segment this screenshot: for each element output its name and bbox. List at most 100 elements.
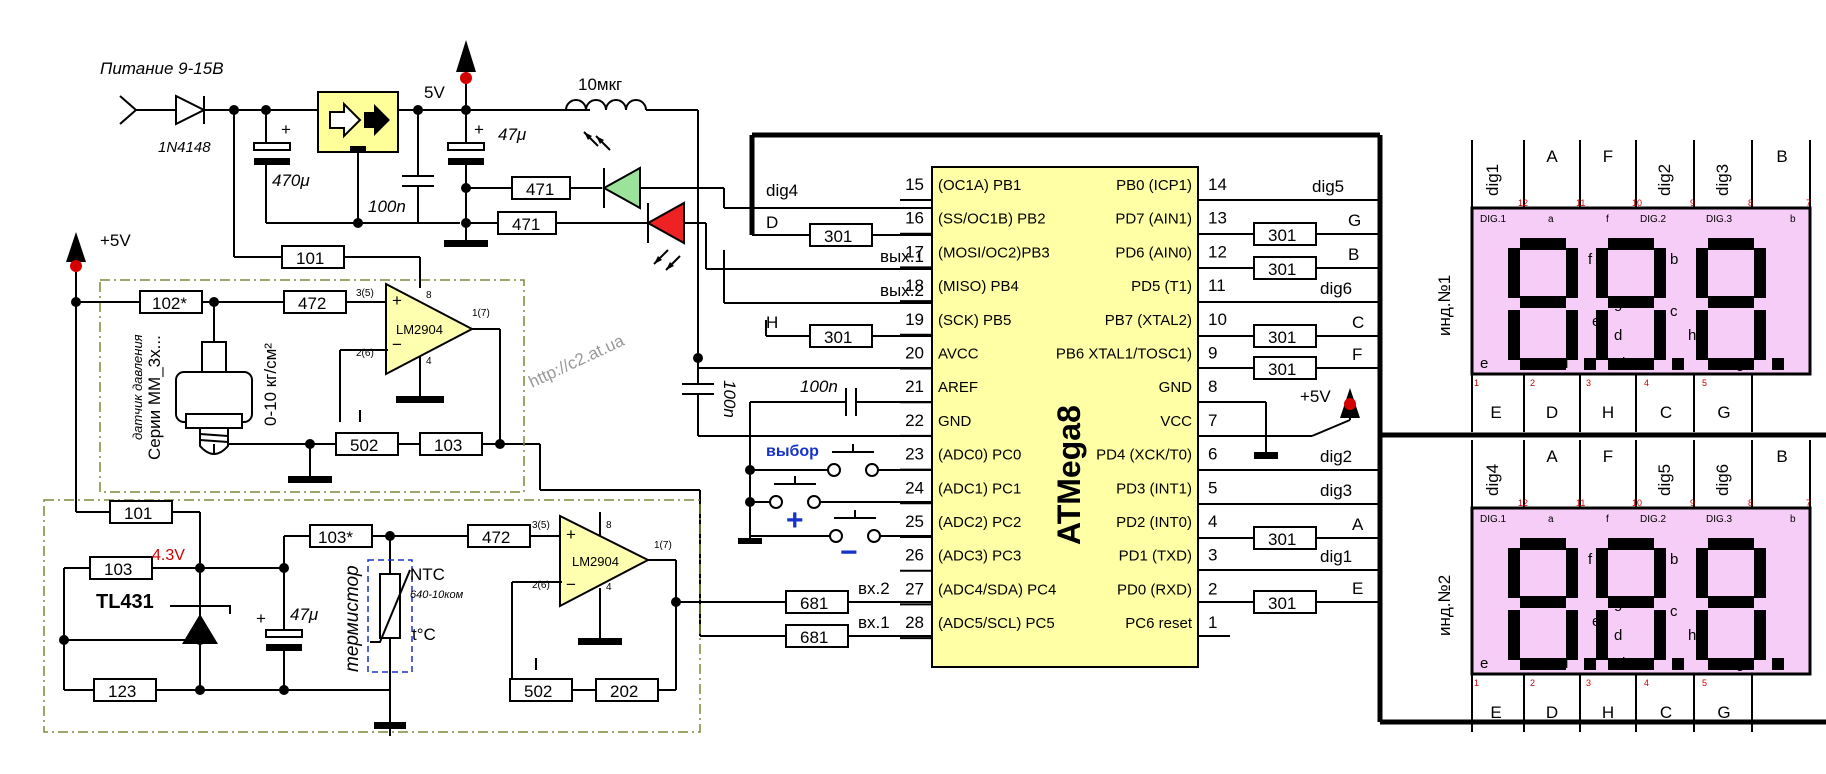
display-pin-number: 7 bbox=[1806, 198, 1811, 208]
segment bbox=[1508, 610, 1520, 660]
svg-text:8: 8 bbox=[426, 290, 432, 301]
svg-text:472: 472 bbox=[482, 528, 510, 547]
mcu-pin-number: 9 bbox=[1208, 344, 1217, 363]
svg-text:dig3: dig3 bbox=[1320, 481, 1352, 500]
mcu-pin-name: PB6 XTAL1/TOSC1) bbox=[1056, 346, 1192, 363]
display-pin-number: 9 bbox=[1690, 198, 1695, 208]
mcu-pin-number: 6 bbox=[1208, 445, 1217, 464]
segment bbox=[1520, 658, 1566, 670]
mcu-pin-number: 18 bbox=[905, 276, 924, 295]
svg-text:2(6): 2(6) bbox=[532, 580, 550, 591]
svg-text:681: 681 bbox=[800, 594, 828, 613]
ntc-thermistor bbox=[367, 559, 413, 673]
display-title: инд.№2 bbox=[1435, 575, 1454, 636]
mcu-pin-name: PC6 reset bbox=[1125, 615, 1193, 632]
segment bbox=[1708, 238, 1754, 250]
segment bbox=[1654, 248, 1666, 298]
segment bbox=[1608, 296, 1654, 308]
display-pin-number: 5 bbox=[1702, 378, 1707, 388]
svg-text:471: 471 bbox=[526, 180, 554, 199]
svg-text:301: 301 bbox=[1268, 594, 1296, 613]
svg-text:4: 4 bbox=[606, 582, 612, 593]
svg-text:TL431: TL431 bbox=[96, 591, 154, 613]
display-pin-number: 8 bbox=[1748, 198, 1753, 208]
display-pin-label: B bbox=[1776, 447, 1787, 466]
display-inner-label: h bbox=[1622, 355, 1630, 372]
segment bbox=[1566, 548, 1578, 598]
svg-text:502: 502 bbox=[350, 436, 378, 455]
svg-text:H: H bbox=[766, 313, 778, 332]
cap-470-label: 470μ bbox=[272, 171, 310, 190]
segment bbox=[1654, 310, 1666, 360]
segment bbox=[1654, 548, 1666, 598]
segment bbox=[1754, 310, 1766, 360]
segment-letter: c bbox=[1670, 303, 1678, 320]
segment-letter: e bbox=[1592, 313, 1600, 330]
svg-text:+: + bbox=[392, 291, 402, 310]
cap-100n-label: 100n bbox=[368, 197, 406, 216]
mcu-pin-number: 5 bbox=[1208, 478, 1217, 497]
svg-text:471: 471 bbox=[512, 215, 540, 234]
segment-letter: a bbox=[1614, 537, 1623, 554]
voltage-regulator bbox=[317, 91, 399, 223]
display-pin-label: E bbox=[1490, 403, 1501, 422]
led-red bbox=[645, 201, 685, 271]
svg-text:640-10ком: 640-10ком bbox=[410, 589, 464, 601]
svg-text:+: + bbox=[256, 609, 266, 628]
segment bbox=[1608, 358, 1654, 370]
segment bbox=[1754, 610, 1766, 660]
opamp-lm2904-pressure: LM2904 + − 3(5) 2(6) 1(7) 8 4 bbox=[356, 282, 490, 376]
display-pin-number: 12 bbox=[1518, 498, 1528, 508]
segment-letter: h bbox=[1688, 327, 1696, 344]
svg-text:102*: 102* bbox=[152, 294, 187, 313]
display-inner-label: d bbox=[1560, 655, 1568, 672]
button-minus bbox=[829, 510, 932, 543]
svg-text:+: + bbox=[281, 120, 291, 139]
svg-text:NTC: NTC bbox=[410, 565, 445, 584]
display-pin-label: G bbox=[1717, 403, 1730, 422]
decimal-point bbox=[1672, 358, 1684, 370]
display-inner-label: g bbox=[1736, 355, 1744, 372]
svg-text:+: + bbox=[474, 120, 484, 139]
segment bbox=[1596, 610, 1608, 660]
mcu-pin-number: 20 bbox=[905, 344, 924, 363]
svg-text:C: C bbox=[1352, 313, 1364, 332]
mcu-pin-number: 10 bbox=[1208, 310, 1227, 329]
svg-text:вых.1: вых.1 bbox=[880, 247, 924, 266]
decimal-point bbox=[1584, 658, 1596, 670]
mcu-pin-name: PD3 (INT1) bbox=[1116, 480, 1192, 497]
svg-text:681: 681 bbox=[800, 628, 828, 647]
svg-text:E: E bbox=[1352, 579, 1363, 598]
segment bbox=[1508, 310, 1520, 360]
mcu-pin-number: 27 bbox=[905, 579, 924, 598]
svg-text:4.3V: 4.3V bbox=[152, 547, 185, 564]
svg-text:301: 301 bbox=[1268, 328, 1296, 347]
display-pin-number: 8 bbox=[1748, 498, 1753, 508]
display-inner-label: a bbox=[1548, 214, 1554, 225]
v5-label: 5V bbox=[424, 83, 445, 102]
display-pin-label: A bbox=[1546, 447, 1558, 466]
display-inner-label: h bbox=[1622, 655, 1630, 672]
mcu-pin-name: PD5 (T1) bbox=[1131, 278, 1192, 295]
display-pin-label: D bbox=[1546, 403, 1558, 422]
display-pin-number: 11 bbox=[1576, 198, 1585, 208]
segment-letter: f bbox=[1588, 251, 1593, 268]
svg-text:D: D bbox=[766, 213, 778, 232]
segment bbox=[1654, 610, 1666, 660]
svg-text:202: 202 bbox=[610, 682, 638, 701]
display-pin-label: H bbox=[1602, 703, 1614, 722]
display-inner-label: e bbox=[1480, 655, 1488, 672]
display-pin-number: 3 bbox=[1586, 378, 1591, 388]
mcu-pin-number: 23 bbox=[905, 445, 924, 464]
segment-letter: d bbox=[1614, 627, 1622, 644]
mcu-pin-name: (SCK) PB5 bbox=[938, 312, 1011, 329]
capacitor-470u bbox=[253, 142, 291, 165]
cap-47-label: 47μ bbox=[498, 125, 527, 144]
button-plus-label: + bbox=[786, 504, 804, 537]
tl431-reference bbox=[170, 605, 231, 644]
svg-text:103*: 103* bbox=[318, 528, 353, 547]
display-pin-number: 1 bbox=[1474, 378, 1479, 388]
segment bbox=[1520, 538, 1566, 550]
segment-letter: b bbox=[1670, 251, 1678, 268]
